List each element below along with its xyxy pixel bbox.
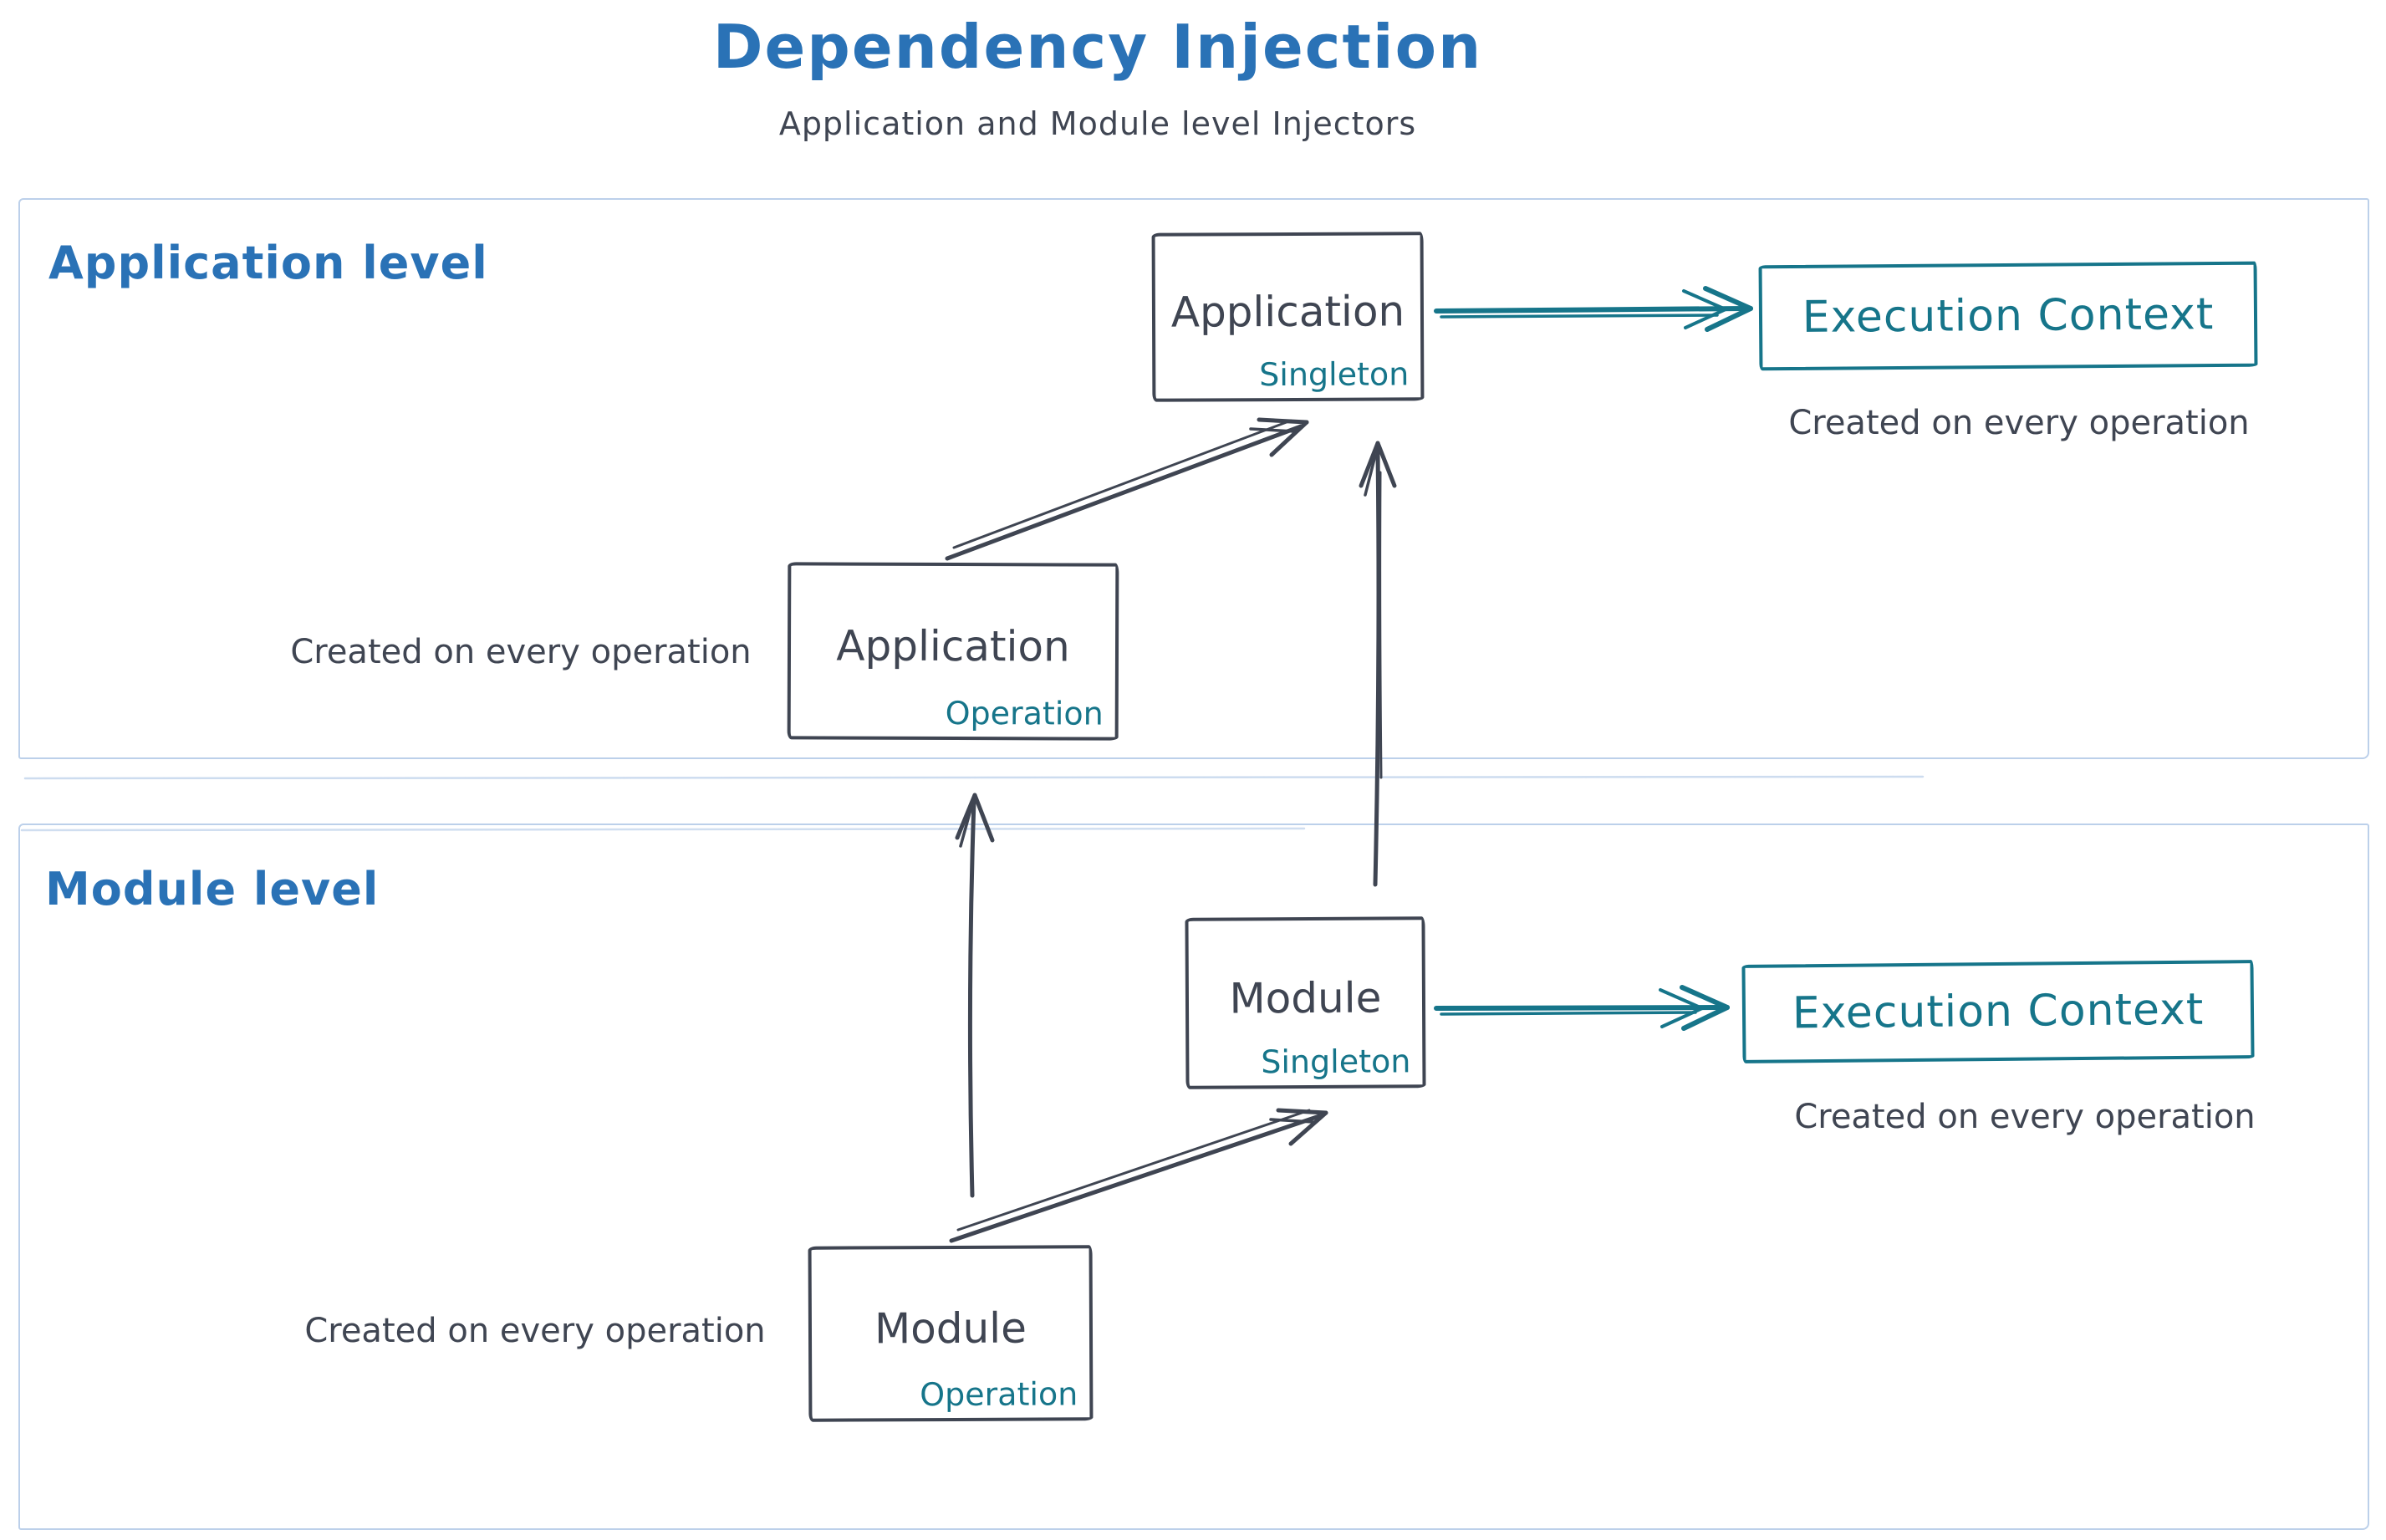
module-singleton-title: Module: [1229, 973, 1382, 1023]
caption-app-operation: Created on every operation: [290, 633, 752, 671]
module-singleton-box: Module Singleton: [1185, 916, 1426, 1089]
caption-app-execution-context: Created on every operation: [1788, 404, 2250, 442]
app-operation-badge: Operation: [945, 694, 1104, 732]
app-singleton-badge: Singleton: [1259, 355, 1410, 394]
caption-module-execution-context: Created on every operation: [1794, 1098, 2256, 1136]
module-execution-context-box: Execution Context: [1741, 960, 2255, 1063]
caption-module-operation: Created on every operation: [304, 1312, 766, 1350]
app-singleton-box: Application Singleton: [1151, 232, 1425, 402]
module-singleton-badge: Singleton: [1261, 1043, 1411, 1081]
module-operation-title: Module: [874, 1303, 1027, 1354]
module-execution-context-title: Execution Context: [1792, 984, 2205, 1039]
page-title: Dependency Injection: [712, 12, 1483, 82]
module-level-container: [18, 824, 2369, 1530]
app-execution-context-title: Execution Context: [1802, 289, 2215, 343]
application-level-label: Application level: [48, 237, 488, 289]
module-operation-badge: Operation: [920, 1375, 1078, 1414]
app-execution-context-box: Execution Context: [1758, 261, 2258, 371]
module-operation-box: Module Operation: [808, 1245, 1094, 1422]
app-operation-title: Application: [836, 621, 1070, 671]
app-singleton-title: Application: [1170, 287, 1405, 337]
application-level-container: [18, 198, 2369, 759]
app-operation-box: Application Operation: [787, 562, 1119, 741]
page-subtitle: Application and Module level Injectors: [778, 105, 1417, 142]
container-sketch-lines: [20, 775, 1925, 832]
module-level-label: Module level: [45, 863, 380, 915]
